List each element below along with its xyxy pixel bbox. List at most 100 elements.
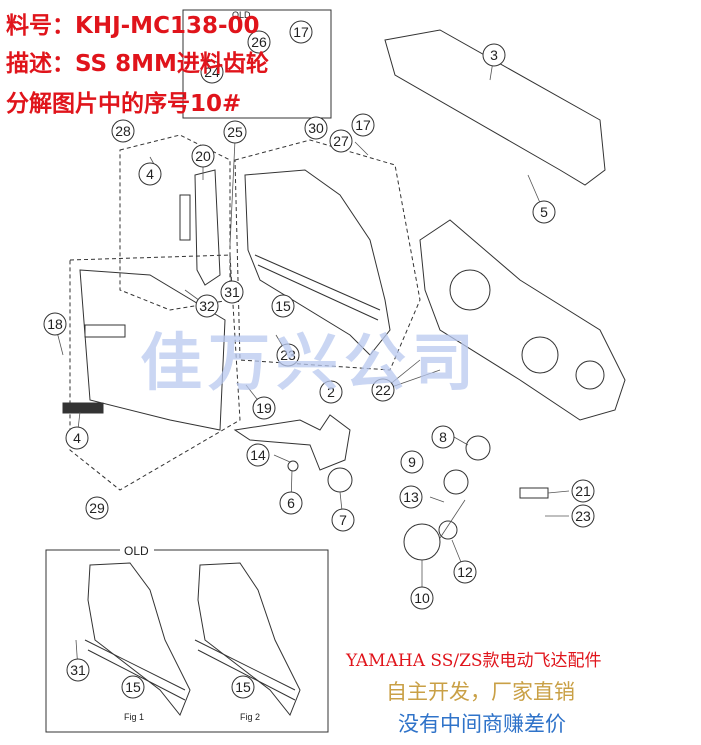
callout-31-old: 31 [66,658,90,682]
callout-17-top: 17 [289,20,313,44]
svg-text:9: 9 [408,454,416,470]
callout-8: 8 [431,425,455,449]
watermark-text: 佳万兴公司 [140,326,481,399]
callout-4-top: 4 [138,162,162,186]
callout-6: 6 [279,491,303,515]
promo-line-2: 自主开发，厂家直销 [386,680,575,704]
callout-26: 26 [247,30,271,54]
svg-text:31: 31 [70,662,86,678]
callout-5: 5 [532,200,556,224]
callout-19: 19 [252,396,276,420]
bracket-part [194,169,221,286]
callout-13: 13 [399,485,423,509]
callout-4-bottom: 4 [65,426,89,450]
callout-20: 20 [191,144,215,168]
callout-31-top: 31 [220,280,244,304]
main-frame-part [244,169,391,356]
callout-27: 27 [329,129,353,153]
old-fig1-frame [87,562,191,716]
callout-25: 25 [223,120,247,144]
old-detail-box [182,9,332,119]
svg-text:6: 6 [287,495,295,511]
svg-text:23: 23 [280,347,296,363]
svg-text:3: 3 [490,47,498,63]
part-number-header: 料号：KHJ-MC138-00 [6,13,260,39]
svg-text:5: 5 [540,204,548,220]
svg-text:21: 21 [575,483,591,499]
callout-15-top: 15 [271,294,295,318]
svg-text:19: 19 [256,400,272,416]
gear-8 [465,435,491,461]
callout-28: 28 [111,119,135,143]
callout-14: 14 [246,443,270,467]
callout-30: 30 [304,116,328,140]
old-figures-box [45,549,329,733]
svg-text:13: 13 [403,489,419,505]
svg-text:8: 8 [439,429,447,445]
callout-10: 10 [410,586,434,610]
svg-text:14: 14 [250,447,266,463]
callout-21: 21 [571,479,595,503]
svg-text:15: 15 [235,679,251,695]
callout-23-mid: 23 [276,343,300,367]
svg-text:2: 2 [327,384,335,400]
callout-15-fig1: 15 [121,675,145,699]
svg-text:15: 15 [125,679,141,695]
svg-text:30: 30 [308,120,324,136]
gear-9 [443,469,469,495]
svg-text:28: 28 [115,123,131,139]
group-30-outline [234,139,421,371]
callout-17-mid: 17 [351,113,375,137]
old-box-label: OLD [124,544,149,558]
gear-7 [327,467,353,493]
spring-strip-part [62,402,104,414]
callout-29: 29 [85,496,109,520]
fig2-caption: Fig 2 [240,712,260,722]
callout-15-fig2: 15 [231,675,255,699]
svg-text:24: 24 [204,64,220,80]
callout-18: 18 [43,312,67,336]
callout-7: 7 [331,508,355,532]
callout-32: 32 [195,294,219,318]
description-header: 描述：SS 8MM进料齿轮 [6,51,269,77]
svg-text:15: 15 [275,298,291,314]
svg-text:25: 25 [227,124,243,140]
callout-3: 3 [482,43,506,67]
main-body-part [419,219,626,421]
svg-text:23: 23 [575,508,591,524]
svg-text:18: 18 [47,316,63,332]
promo-line-3: 没有中间商赚差价 [398,712,566,736]
callout-9: 9 [400,450,424,474]
svg-text:31: 31 [224,284,240,300]
callout-12: 12 [453,560,477,584]
motor-part [233,414,351,471]
svg-text:17: 17 [355,117,371,133]
callout-22: 22 [371,378,395,402]
side-plate-part [79,269,226,431]
svg-text:32: 32 [199,298,215,314]
svg-text:20: 20 [195,148,211,164]
screw-6 [287,460,299,472]
strip-part [179,194,191,241]
svg-text:10: 10 [414,590,430,606]
svg-text:7: 7 [339,512,347,528]
svg-text:26: 26 [251,34,267,50]
svg-text:4: 4 [73,430,81,446]
svg-text:27: 27 [333,133,349,149]
group-28-outline [119,134,231,311]
old-top-label: OLD [232,10,251,20]
index-header: 分解图片中的序号10# [6,91,242,117]
svg-text:17: 17 [293,24,309,40]
old-fig2-frame [197,562,301,716]
plate-21 [519,487,549,499]
callout-24: 24 [200,60,224,84]
svg-text:12: 12 [457,564,473,580]
group-29-outline [69,254,241,491]
callout-23-bottom: 23 [571,504,595,528]
part-callouts: 3 5 17 26 24 OLD 28 20 4 25 30 27 17 31 … [43,10,595,699]
cover-plate-part [384,29,606,186]
callout-2: 2 [319,380,343,404]
fig1-caption: Fig 1 [124,712,144,722]
gear-10 [403,523,441,561]
